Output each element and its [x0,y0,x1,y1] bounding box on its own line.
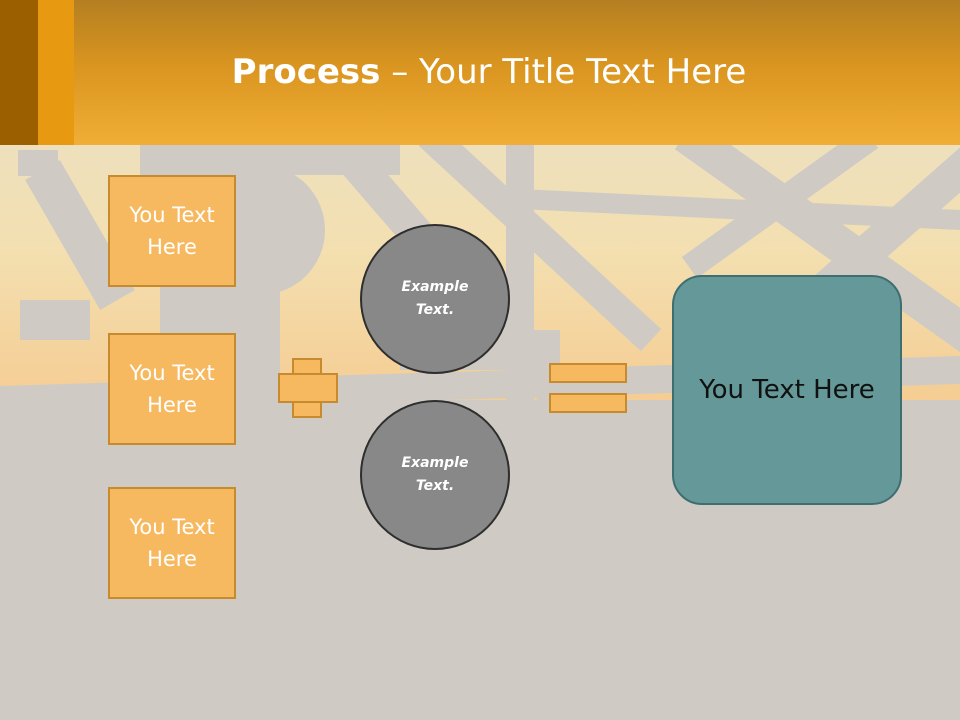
equals-sign-top [549,363,627,383]
slide-title: Process – Your Title Text Here [74,52,904,92]
example-circle-2: Example Text. [360,400,510,550]
banner-accent-dark [0,0,38,145]
process-box-2: You Text Here [108,333,236,445]
process-box-3: You Text Here [108,487,236,599]
result-box: You Text Here [672,275,902,505]
plus-sign-center [294,375,320,401]
title-banner: Process – Your Title Text Here [0,0,960,145]
title-bold: Process [231,52,381,92]
title-dash: – [380,52,420,92]
process-box-1: You Text Here [108,175,236,287]
example-circle-1: Example Text. [360,224,510,374]
banner-accent-light [38,0,74,145]
equals-sign-bottom [549,393,627,413]
title-rest: Your Title Text Here [419,52,747,92]
